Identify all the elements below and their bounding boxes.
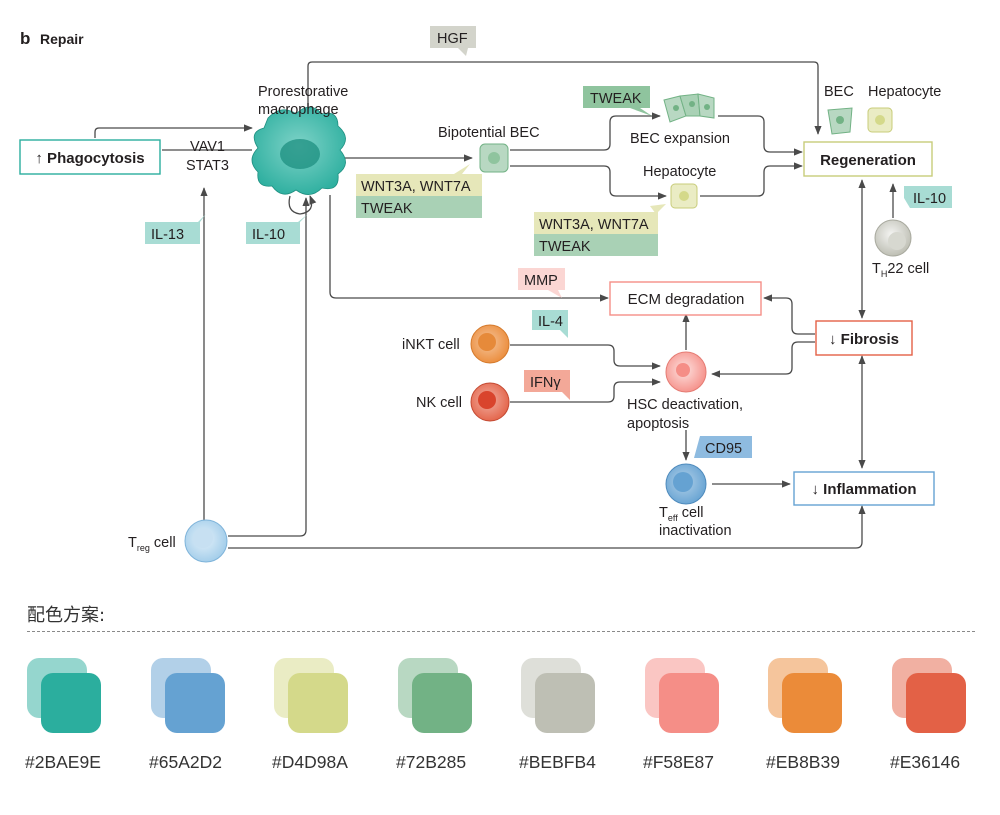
- th22-cell: [874, 219, 912, 257]
- svg-text:MMP: MMP: [524, 273, 558, 289]
- ifng-tag: IFNγ: [524, 370, 570, 400]
- hgf-tag: HGF: [430, 26, 476, 56]
- hsc-label-line2: apoptosis: [627, 416, 689, 432]
- bec-expansion-label: BEC expansion: [630, 131, 730, 147]
- palette-swatch: [892, 658, 967, 738]
- inkt-label: iNKT cell: [402, 337, 460, 353]
- nk-label: NK cell: [416, 395, 462, 411]
- panel-letter: b: [20, 29, 30, 48]
- bipotential-bec-cell: [479, 143, 509, 173]
- palette-swatch: [768, 658, 843, 738]
- teff-label: Teff cell: [659, 505, 704, 523]
- swatch-color-square: [535, 673, 595, 733]
- teff-cell: [665, 463, 707, 505]
- teff-label-line2: inactivation: [659, 523, 732, 539]
- wnt-lower-tag: WNT3A, WNT7A TWEAK: [534, 204, 666, 256]
- il10-th22-tag: IL-10: [904, 186, 952, 208]
- swatch-color-square: [659, 673, 719, 733]
- il4-tag: IL-4: [532, 310, 568, 338]
- svg-text:TWEAK: TWEAK: [590, 91, 642, 107]
- swatch-hex-label: #F58E87: [643, 752, 715, 772]
- cd95-tag: CD95: [694, 436, 752, 458]
- bipotential-bec-label: Bipotential BEC: [438, 125, 540, 141]
- swatch-color-square: [782, 673, 842, 733]
- palette-swatch: [398, 658, 473, 738]
- vav1-label: VAV1: [190, 139, 225, 155]
- inflammation-label: ↓ Inflammation: [811, 481, 916, 498]
- svg-text:IL-4: IL-4: [538, 314, 563, 330]
- swatch-hex-label: #2BAE9E: [25, 752, 101, 772]
- hepatocyte-top-label: Hepatocyte: [868, 84, 941, 100]
- bec-top-label: BEC: [824, 84, 854, 100]
- phagocytosis-box: [19, 139, 161, 175]
- th22-label: TH22 cell: [872, 261, 929, 279]
- palette-title: 配色方案:: [27, 605, 106, 626]
- nk-cell: [470, 382, 510, 422]
- swatch-hex-label: #D4D98A: [272, 752, 348, 772]
- inflammation-box: [793, 471, 935, 506]
- swatch-hex-label: #E36146: [890, 752, 961, 772]
- bec-top-cell: [827, 107, 853, 135]
- hepatocyte-mid-cell: [670, 183, 698, 209]
- panel-title: Repair: [40, 31, 84, 47]
- svg-text:TWEAK: TWEAK: [361, 201, 413, 217]
- palette-divider: [27, 631, 975, 632]
- palette-swatch: [274, 658, 349, 738]
- inkt-cell: [470, 324, 510, 364]
- swatch-hex-label: #72B285: [396, 752, 467, 772]
- svg-text:WNT3A, WNT7A: WNT3A, WNT7A: [361, 179, 471, 195]
- macrophage-label-line2: macrophage: [258, 102, 339, 118]
- ecm-label: ECM degradation: [628, 291, 745, 308]
- svg-text:WNT3A, WNT7A: WNT3A, WNT7A: [539, 217, 649, 233]
- mmp-tag: MMP: [518, 268, 565, 298]
- treg-label: Treg cell: [128, 535, 176, 553]
- swatch-color-square: [906, 673, 966, 733]
- svg-text:HGF: HGF: [437, 31, 468, 47]
- swatch-color-square: [412, 673, 472, 733]
- svg-text:TWEAK: TWEAK: [539, 239, 591, 255]
- svg-text:IL-10: IL-10: [913, 191, 946, 207]
- svg-text:IL-10: IL-10: [252, 227, 285, 243]
- hsc-cell: [665, 351, 707, 393]
- bec-expansion-cells: [663, 93, 715, 123]
- palette-swatch: [521, 658, 596, 738]
- treg-cell: [184, 519, 228, 563]
- palette-swatch: [645, 658, 720, 738]
- fibrosis-box: [815, 320, 913, 356]
- palette-swatch: [151, 658, 226, 738]
- connectors: [94, 61, 897, 549]
- swatch-hex-label: #BEBFB4: [519, 752, 596, 772]
- regeneration-box: [803, 141, 933, 177]
- palette-swatch: [27, 658, 102, 738]
- regeneration-label: Regeneration: [820, 152, 916, 169]
- svg-text:CD95: CD95: [705, 441, 742, 457]
- swatch-hex-label: #EB8B39: [766, 752, 840, 772]
- svg-text:IL-13: IL-13: [151, 227, 184, 243]
- hepatocyte-top-cell: [867, 107, 893, 133]
- macrophage-cell: [251, 106, 346, 215]
- repair-diagram: b Repair: [19, 26, 952, 563]
- macrophage-label-line1: Prorestorative: [258, 84, 348, 100]
- phagocytosis-label: ↑ Phagocytosis: [35, 150, 144, 167]
- swatch-color-square: [288, 673, 348, 733]
- hepatocyte-mid-label: Hepatocyte: [643, 164, 716, 180]
- tweak-bec-tag: TWEAK: [583, 86, 652, 116]
- wnt-upper-tag: WNT3A, WNT7A TWEAK: [356, 164, 482, 218]
- swatch-color-square: [165, 673, 225, 733]
- stat3-label: STAT3: [186, 158, 229, 174]
- swatch-hex-label: #65A2D2: [149, 752, 222, 772]
- fibrosis-label: ↓ Fibrosis: [829, 331, 899, 348]
- il13-tag: IL-13: [145, 214, 206, 244]
- hsc-label-line1: HSC deactivation,: [627, 397, 743, 413]
- swatch-color-square: [41, 673, 101, 733]
- svg-text:IFNγ: IFNγ: [530, 375, 561, 391]
- ecm-box: [609, 281, 762, 316]
- il10-mac-tag: IL-10: [246, 214, 308, 244]
